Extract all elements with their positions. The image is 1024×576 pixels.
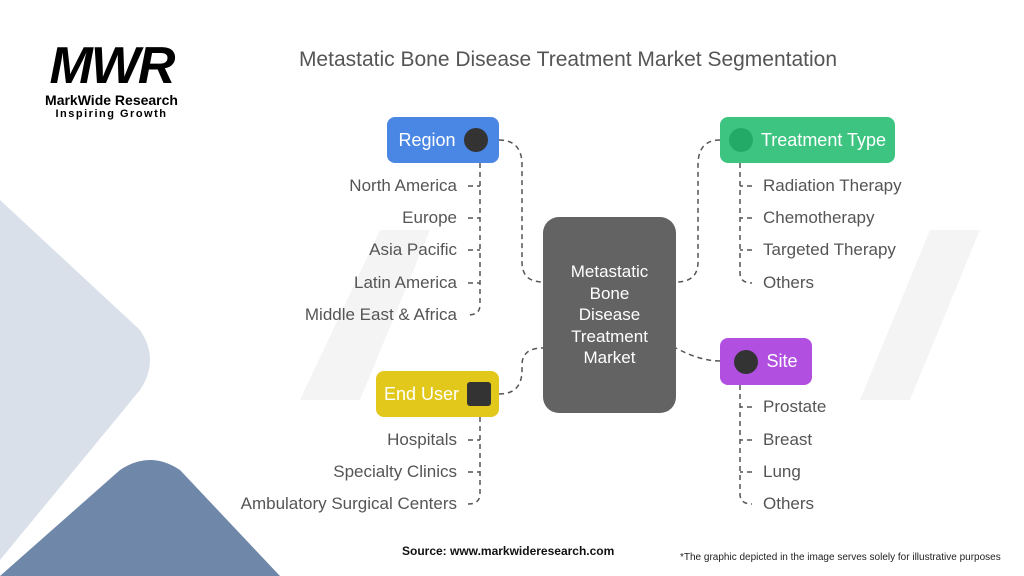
logo-mark: MWR (49, 37, 176, 95)
end-user-node: End User (376, 371, 499, 417)
logo: MWR MarkWide Research Inspiring Growth (34, 40, 189, 120)
list-item: Ambulatory Surgical Centers (240, 494, 457, 513)
patient-icon (728, 128, 753, 152)
logo-tagline: Inspiring Growth (55, 108, 168, 120)
region-node: Region (387, 117, 499, 163)
list-item: Middle East & Africa (304, 305, 457, 324)
list-item: Others (763, 494, 815, 513)
list-item: North America (349, 176, 457, 195)
logo-name: MarkWide Research (45, 92, 178, 108)
head-icon (734, 349, 759, 374)
list-item: Latin America (354, 273, 457, 292)
watermark-shape (300, 230, 980, 400)
list-item: Others (763, 273, 815, 292)
site-label: Site (766, 351, 798, 371)
list-item: Targeted Therapy (763, 240, 896, 259)
treatment-label: Treatment Type (760, 129, 887, 150)
center-node: Metastatic Bone Disease Treatment Market (543, 217, 676, 413)
hospital-bed-icon (467, 382, 492, 406)
globe-icon (463, 128, 488, 152)
list-item: Asia Pacific (369, 240, 457, 259)
list-item: Radiation Therapy (763, 176, 902, 195)
treatment-node: Treatment Type (720, 117, 895, 163)
region-label: Region (398, 129, 456, 150)
list-item: Hospitals (387, 430, 457, 449)
list-item: Breast (763, 430, 813, 449)
list-item: Specialty Clinics (333, 462, 457, 481)
list-item: Europe (402, 208, 457, 227)
list-item: Chemotherapy (763, 208, 875, 227)
site-node: Site (720, 338, 812, 385)
center-label: Metastatic Bone Disease Treatment Market (570, 262, 649, 368)
list-item: Prostate (763, 397, 827, 416)
source-text: Source: www.markwideresearch.com (402, 544, 615, 558)
list-item: Lung (763, 462, 801, 481)
end-user-label: End User (383, 383, 460, 404)
disclaimer-text: *The graphic depicted in the image serve… (680, 552, 1001, 563)
page-title: Metastatic Bone Disease Treatment Market… (298, 48, 838, 71)
